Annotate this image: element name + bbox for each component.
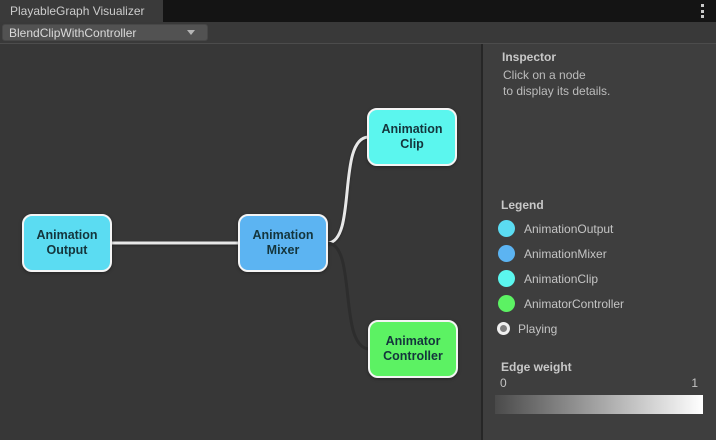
content-area: Animation Output Animation Mixer Animati… [0, 44, 716, 440]
animation-clip-color-dot-icon [498, 270, 515, 287]
tab-playablegraph-visualizer[interactable]: PlayableGraph Visualizer [0, 0, 163, 22]
legend-list: AnimationOutput AnimationMixer Animation… [497, 216, 624, 341]
graph-canvas[interactable]: Animation Output Animation Mixer Animati… [0, 44, 481, 440]
node-label: Controller [383, 349, 443, 363]
node-label: Output [46, 243, 88, 257]
animation-mixer-color-dot-icon [498, 245, 515, 262]
inspector-panel: Inspector Click on a node to display its… [481, 44, 716, 440]
title-bar: PlayableGraph Visualizer [0, 0, 716, 22]
animation-output-color-dot-icon [498, 220, 515, 237]
chevron-down-icon [187, 30, 195, 35]
toolbar: BlendClipWithController [0, 22, 716, 44]
legend-item-animation-output: AnimationOutput [498, 216, 624, 241]
graph-selector-value: BlendClipWithController [9, 25, 137, 40]
node-label: Mixer [266, 243, 300, 257]
edge-weight-max-label: 1 [691, 376, 698, 390]
node-animator-controller[interactable]: Animator Controller [368, 320, 458, 378]
legend-item-animation-clip: AnimationClip [498, 266, 624, 291]
node-animation-output[interactable]: Animation Output [22, 214, 112, 272]
node-label: Animator [385, 334, 441, 348]
legend-item-playing: Playing [497, 316, 624, 341]
playing-color-dot-icon [497, 322, 510, 335]
legend-title: Legend [501, 198, 544, 212]
inspector-title: Inspector [502, 50, 557, 64]
animator-controller-color-dot-icon [498, 295, 515, 312]
edge-mixer-to-controller [326, 241, 371, 351]
edge-mixer-to-clip [326, 135, 370, 245]
edge-weight-min-label: 0 [500, 376, 507, 390]
node-label: Animation [252, 228, 314, 242]
window-title: PlayableGraph Visualizer [10, 4, 145, 18]
node-label: Clip [400, 137, 424, 151]
edge-weight-title: Edge weight [501, 360, 572, 374]
graph-selector-dropdown[interactable]: BlendClipWithController [2, 24, 208, 41]
legend-item-animator-controller: AnimatorController [498, 291, 624, 316]
legend-item-animation-mixer: AnimationMixer [498, 241, 624, 266]
node-animation-mixer[interactable]: Animation Mixer [238, 214, 328, 272]
graph-edges [112, 135, 371, 351]
node-label: Animation [381, 122, 443, 136]
kebab-menu-icon[interactable] [696, 3, 708, 19]
node-animation-clip[interactable]: Animation Clip [367, 108, 457, 166]
inspector-hint: Click on a node to display its details. [503, 68, 611, 98]
edge-weight-gradient-bar [495, 395, 703, 414]
node-label: Animation [36, 228, 98, 242]
